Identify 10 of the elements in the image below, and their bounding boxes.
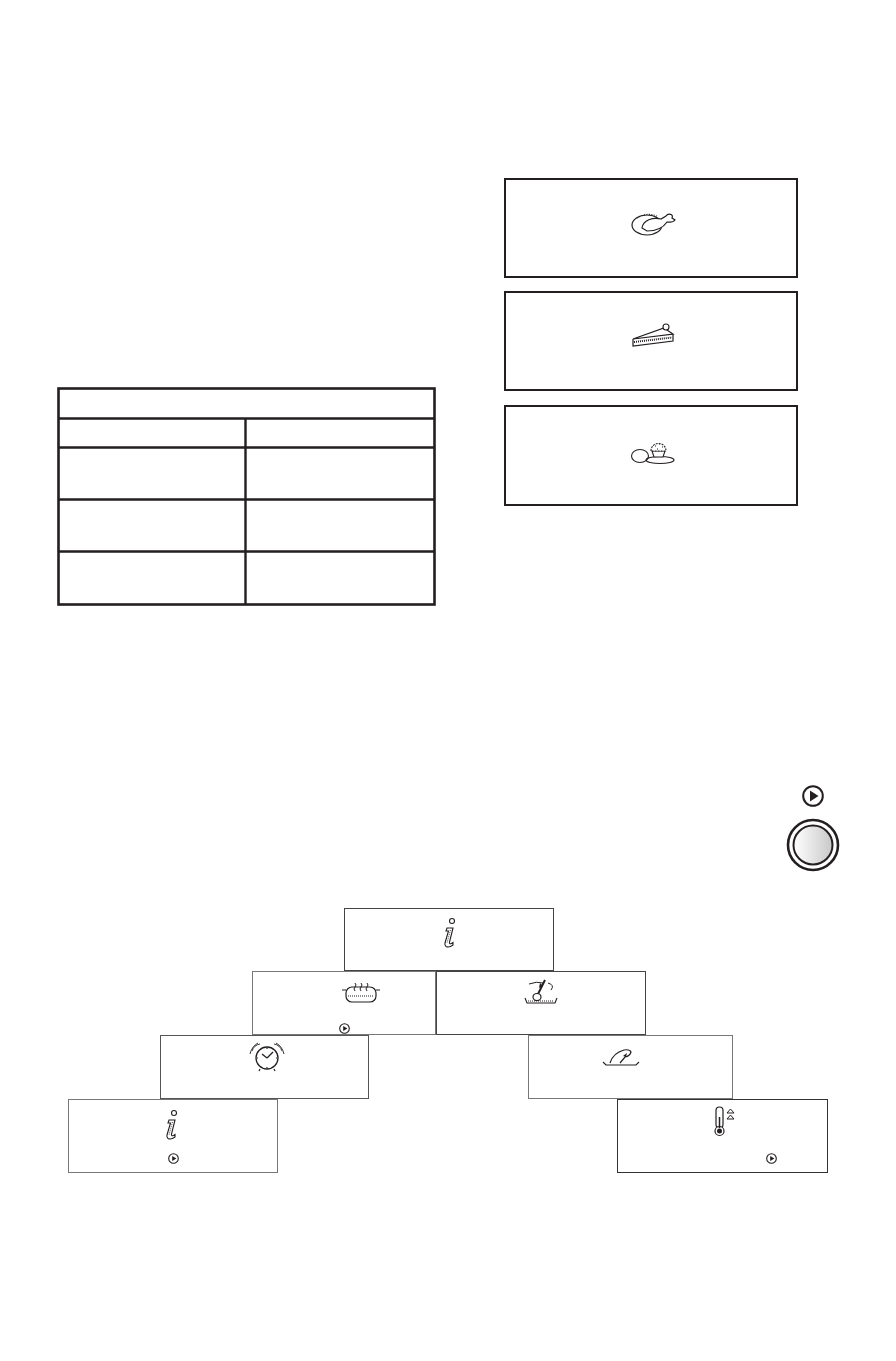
display-panel bbox=[504, 405, 798, 506]
display-panel bbox=[504, 291, 798, 391]
display-panel bbox=[528, 1035, 733, 1099]
display-panel bbox=[252, 971, 436, 1035]
display-panel bbox=[436, 971, 646, 1035]
display-panel bbox=[68, 1099, 278, 1173]
display-panel bbox=[344, 908, 554, 971]
display-panel bbox=[504, 178, 798, 278]
display-panel bbox=[160, 1035, 369, 1099]
display-panel bbox=[617, 1099, 828, 1173]
